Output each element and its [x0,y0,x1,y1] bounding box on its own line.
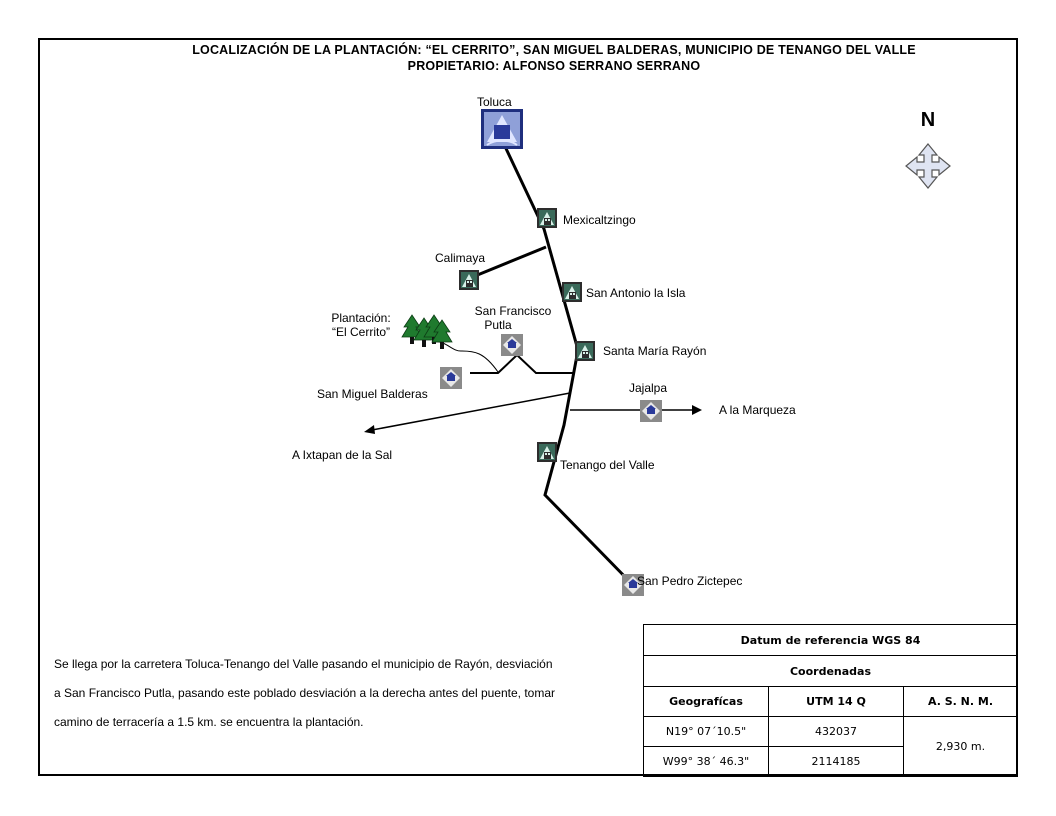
cell-longitude: W99° 38´ 46.3" [643,746,769,777]
town-icon-mexicaltzingo [537,208,557,228]
cell-utm-y: 2114185 [768,746,904,777]
label-san-miguel: San Miguel Balderas [317,387,428,401]
cell-altitude: 2,930 m. [903,716,1018,777]
label-calimaya: Calimaya [435,251,486,265]
col-asnm: A. S. N. M. [903,686,1018,717]
directions-line: Se llega por la carretera Toluca-Tenango… [54,657,553,671]
label-jajalpa: Jajalpa [629,381,668,395]
arrow-ixtapan-icon [364,425,375,434]
label-marqueza: A la Marqueza [719,403,796,417]
city-icon-toluca [481,109,523,149]
coordinates-table: Datum de referencia WGS 84 Coordenadas G… [643,624,1018,777]
label-plantacion: Plantación: “El Cerrito” [331,311,391,339]
label-san-pedro: San Pedro Zictepec [637,574,743,588]
col-geograficas: Geografícas [643,686,769,717]
map-owner: PROPIETARIO: ALFONSO SERRANO SERRANO [407,59,701,73]
directions-line: camino de terracería a 1.5 km. se encuen… [54,715,364,729]
main-road [500,139,635,587]
directions-line: a San Francisco Putla, pasando este pobl… [54,686,555,700]
cell-utm-x: 432037 [768,716,904,747]
directions-note: Se llega por la carretera Toluca-Tenango… [54,650,620,737]
arrow-marqueza-icon [692,405,702,415]
road-ixtapan [371,392,571,431]
cell-latitude: N19° 07´10.5" [643,716,769,747]
label-san-antonio: San Antonio la Isla [586,286,686,300]
town-icon-tenango [537,442,557,462]
compass-arrows-icon [905,143,951,189]
village-icon-jajalpa [640,400,662,422]
label-mexicaltzingo: Mexicaltzingo [563,213,636,227]
town-icon-san-antonio [562,282,582,302]
datum-header: Datum de referencia WGS 84 [643,624,1018,656]
village-icon-san-francisco [501,334,523,356]
road-calimaya [474,245,547,278]
label-santa-maria: Santa María Rayón [603,344,707,358]
compass-label: N [921,109,935,131]
col-utm: UTM 14 Q [768,686,904,717]
town-icon-calimaya [459,270,479,290]
town-icon-santa-maria [575,341,595,361]
label-ixtapan: A Ixtapan de la Sal [292,448,393,462]
map-frame [38,38,1018,776]
label-toluca: Toluca [477,95,512,109]
village-icon-san-miguel [440,367,462,389]
label-san-francisco: San Francisco Putla [474,304,552,332]
label-tenango: Tenango del Valle [560,458,655,472]
map-title: LOCALIZACIÓN DE LA PLANTACIÓN: “EL CERRI… [192,43,916,57]
coordinates-header: Coordenadas [643,655,1018,687]
